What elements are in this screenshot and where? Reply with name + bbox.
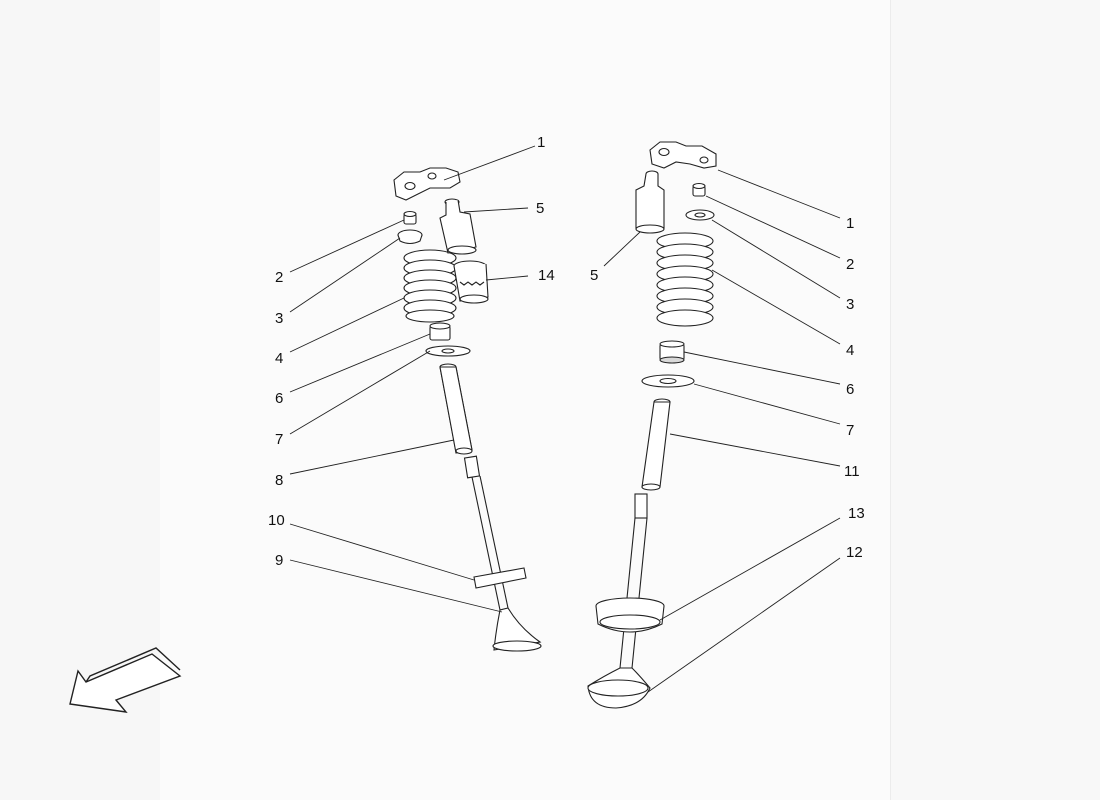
- valve-stem-seal-left: [429, 322, 451, 341]
- callout-11-right: 11: [844, 463, 860, 480]
- rocker-arm-left: [393, 167, 461, 201]
- callout-12-right: 12: [846, 544, 863, 561]
- hydraulic-tappet-left: [439, 198, 477, 255]
- callout-1-right: 1: [846, 215, 855, 232]
- valve-guide-left: [439, 363, 473, 455]
- valve-guide-right: [641, 398, 671, 491]
- tappet-sleeve-left: [453, 260, 489, 304]
- callout-6-left: 6: [275, 390, 284, 407]
- callout-4-right: 4: [846, 342, 855, 359]
- callout-6-right: 6: [846, 381, 855, 398]
- side-panel: [890, 0, 1100, 800]
- valve-spring-left: [403, 249, 457, 323]
- washer-right: [641, 374, 695, 388]
- valve-cap-right: [692, 182, 706, 197]
- rocker-arm-right: [649, 141, 717, 169]
- callout-7-right: 7: [846, 422, 855, 439]
- callout-13-right: 13: [848, 505, 865, 522]
- callout-3-right: 3: [846, 296, 855, 313]
- callout-2-left: 2: [275, 269, 284, 286]
- drawing-panel: [160, 0, 890, 800]
- callout-2-right: 2: [846, 256, 855, 273]
- callout-10-left: 10: [268, 512, 285, 529]
- callout-5-right: 5: [590, 267, 599, 284]
- callout-7-left: 7: [275, 431, 284, 448]
- valve-spring-right: [656, 232, 714, 327]
- callout-1-left: 1: [537, 134, 546, 151]
- spring-retainer-left: [397, 229, 423, 245]
- spring-retainer-right: [685, 209, 715, 221]
- washer-left: [425, 345, 471, 357]
- callout-3-left: 3: [275, 310, 284, 327]
- valve-right: [587, 493, 651, 709]
- leader-lines: [289, 145, 841, 693]
- callout-5-left: 5: [536, 200, 545, 217]
- callout-14-left: 14: [538, 267, 555, 284]
- hydraulic-tappet-right: [635, 170, 665, 234]
- callout-4-left: 4: [275, 350, 284, 367]
- valve-seat-left: [473, 567, 527, 589]
- callout-9-left: 9: [275, 552, 284, 569]
- callout-8-left: 8: [275, 472, 284, 489]
- valve-seat-right: [595, 597, 665, 633]
- valve-stem-seal-right: [659, 340, 685, 364]
- direction-arrow-icon: [69, 647, 182, 713]
- valve-left: [463, 455, 542, 652]
- valve-cap-left: [403, 210, 417, 225]
